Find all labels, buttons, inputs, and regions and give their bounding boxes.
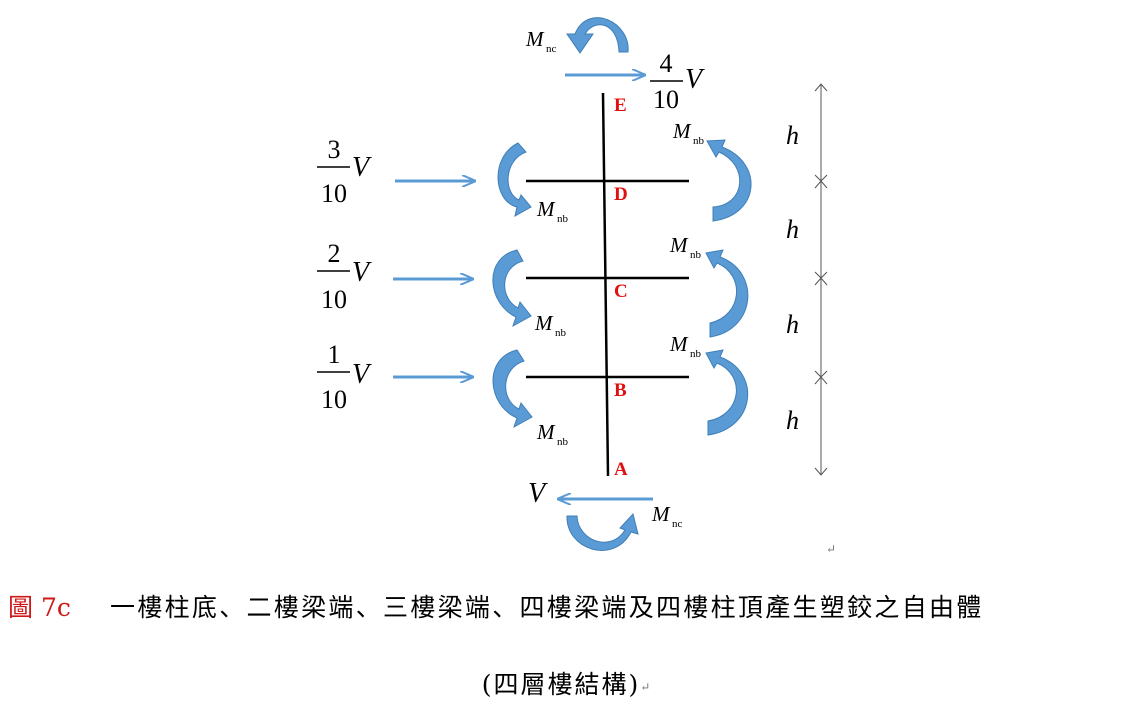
moment-symbol: M (536, 420, 556, 444)
fraction-numerator: 4 (660, 49, 673, 78)
moment-label-b-left: M nb (536, 420, 569, 448)
story-height-label-1: h (786, 406, 799, 435)
shear-label-c: 2 10 V (317, 239, 372, 314)
story-height-label-3: h (786, 215, 799, 244)
shear-label-top: 4 10 V (650, 49, 705, 114)
moment-subscript: nc (546, 43, 557, 55)
moment-arrow-d-left (497, 142, 532, 217)
fraction-denominator: 10 (321, 179, 347, 208)
moment-symbol: M (536, 197, 556, 221)
figure-number: 圖 7c (8, 593, 71, 622)
moment-arrow-bottom (566, 512, 639, 551)
shear-label-d: 3 10 V (317, 135, 372, 208)
moment-symbol: M (534, 311, 554, 335)
fraction-numerator: 2 (328, 239, 341, 268)
moment-arrow-top (566, 17, 629, 54)
moment-arrow-d-right (706, 139, 752, 222)
paragraph-mark: ↵ (826, 542, 837, 556)
figure-title: 一樓柱底、二樓梁端、三樓梁端、四樓梁端及四樓柱頂產生塑鉸之自由體 (110, 593, 984, 622)
shear-label-b: 1 10 V (317, 340, 372, 414)
moment-arrow-b-left (492, 349, 533, 429)
figure-subtitle-text: (四層樓結構) (481, 670, 641, 699)
node-label-b: B (614, 380, 627, 401)
moment-subscript: nb (690, 348, 702, 360)
dimension-tick (814, 370, 828, 385)
story-height-label-4: h (786, 121, 799, 150)
dimension-tick (814, 271, 828, 286)
shear-variable: V (352, 152, 372, 183)
moment-symbol: M (525, 27, 545, 51)
fraction-denominator: 10 (321, 385, 347, 414)
moment-arrow-c-right (705, 249, 749, 338)
column (601, 92, 610, 477)
moment-symbol: M (672, 119, 692, 143)
moment-subscript: nb (557, 213, 569, 225)
shear-variable: V (685, 64, 705, 95)
dimension-tick (814, 174, 828, 189)
node-label-e: E (614, 95, 627, 116)
shear-variable: V (352, 359, 372, 390)
story-height-label-2: h (786, 310, 799, 339)
moment-label-top: M nc (525, 27, 557, 55)
moment-subscript: nc (672, 518, 683, 530)
moment-label-d-right: M nb (672, 119, 705, 147)
base-shear-label: V (528, 478, 548, 509)
paragraph-mark: ↵ (640, 680, 653, 694)
moment-label-d-left: M nb (536, 197, 569, 225)
moment-label-c-right: M nb (669, 233, 702, 261)
moment-subscript: nb (690, 249, 702, 261)
free-body-diagram: E D C B A 4 10 V 3 10 V (317, 17, 828, 551)
fraction-numerator: 3 (328, 135, 341, 164)
story-height-dimension (814, 83, 828, 476)
moment-subscript: nb (693, 135, 705, 147)
moment-subscript: nb (555, 327, 567, 339)
moment-label-bottom: M nc (651, 502, 683, 530)
dimension-tick (814, 83, 828, 92)
node-label-c: C (614, 281, 628, 302)
moment-label-c-left: M nb (534, 311, 567, 339)
node-label-d: D (614, 184, 628, 205)
moment-subscript: nb (557, 436, 569, 448)
shear-variable: V (352, 257, 372, 288)
fraction-numerator: 1 (328, 340, 341, 369)
moment-arrow-c-left (492, 249, 532, 328)
node-label-a: A (614, 459, 628, 480)
moment-label-b-right: M nb (669, 332, 702, 360)
figure-subtitle: (四層樓結構)↵ (0, 665, 1134, 701)
fraction-denominator: 10 (653, 85, 679, 114)
moment-symbol: M (669, 233, 689, 257)
moment-symbol: M (669, 332, 689, 356)
dimension-tick (814, 467, 828, 476)
fraction-denominator: 10 (321, 285, 347, 314)
moment-arrow-b-right (705, 349, 749, 436)
moment-symbol: M (651, 502, 671, 526)
